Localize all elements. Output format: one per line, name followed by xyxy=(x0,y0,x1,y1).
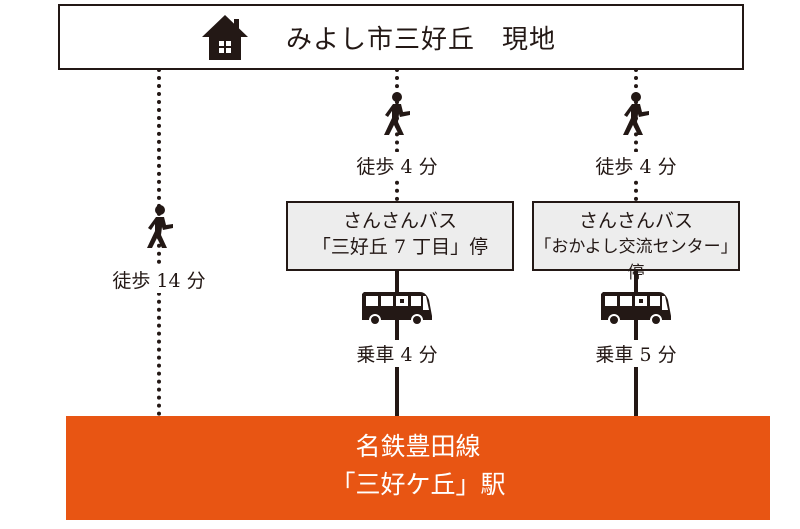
walk-time-label: 徒歩 4 分 xyxy=(354,152,440,179)
walk-time-label: 徒歩 4 分 xyxy=(593,152,679,179)
bus-icon xyxy=(362,292,432,326)
bus-line-name: さんさんバス xyxy=(342,210,457,232)
destination-title: みよし市三好丘 現地 xyxy=(285,24,556,55)
bus-line-name: さんさんバス xyxy=(578,210,693,232)
station-name: 「三好ケ丘」駅 xyxy=(330,470,506,499)
ride-time-label: 乗車 4 分 xyxy=(354,340,440,367)
route-line-3-walk xyxy=(634,68,638,201)
bus-stop-box: さんさんバス 「三好丘 7 丁目」停 xyxy=(286,201,514,271)
walking-person-icon xyxy=(623,92,649,135)
walking-person-icon xyxy=(147,205,173,248)
ride-time-label: 乗車 5 分 xyxy=(593,340,679,367)
bus-icon xyxy=(601,292,671,326)
station-box: 名鉄豊田線 「三好ケ丘」駅 xyxy=(66,416,770,520)
railway-line-name: 名鉄豊田線 xyxy=(355,432,481,461)
bus-stop-box: さんさんバス 「おかよし交流センター」停 xyxy=(532,201,740,283)
walk-time-label: 徒歩 14 分 xyxy=(110,266,208,293)
walking-person-icon xyxy=(384,92,410,135)
bus-stop-name: 「三好丘 7 丁目」停 xyxy=(311,236,489,258)
bus-stop-name: 「おかよし交流センター」停 xyxy=(534,237,738,283)
destination-box: みよし市三好丘 現地 xyxy=(58,4,744,70)
route-line-2-walk xyxy=(395,68,399,201)
house-icon xyxy=(202,15,248,60)
